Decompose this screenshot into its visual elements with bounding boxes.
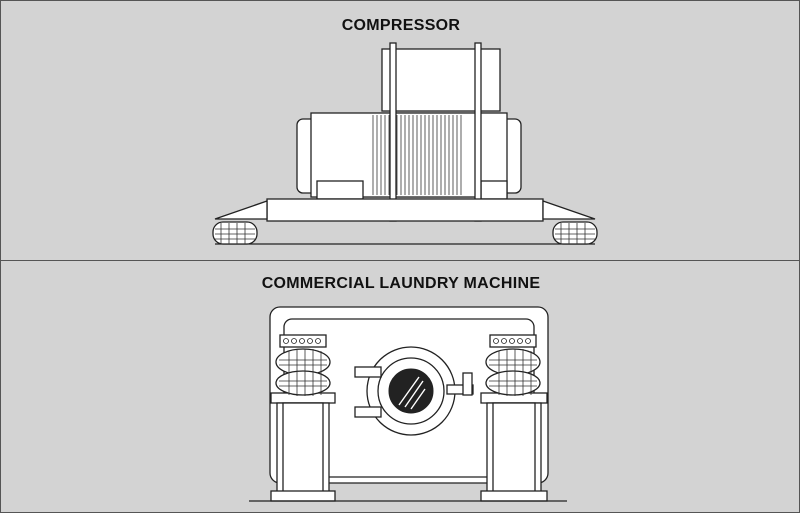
right-air-spring-icon (552, 221, 598, 245)
right-air-spring-icon (485, 334, 541, 396)
compressor-illustration (212, 42, 598, 245)
laundry-panel: COMMERCIAL LAUNDRY MACHINE (0, 260, 800, 513)
laundry-illustration (249, 306, 567, 502)
left-air-spring-icon (212, 221, 258, 245)
compressor-title: COMPRESSOR (341, 17, 461, 34)
left-air-spring-icon (275, 334, 331, 396)
laundry-title: COMMERCIAL LAUNDRY MACHINE (261, 275, 541, 292)
compressor-panel: COMPRESSOR (0, 0, 800, 261)
